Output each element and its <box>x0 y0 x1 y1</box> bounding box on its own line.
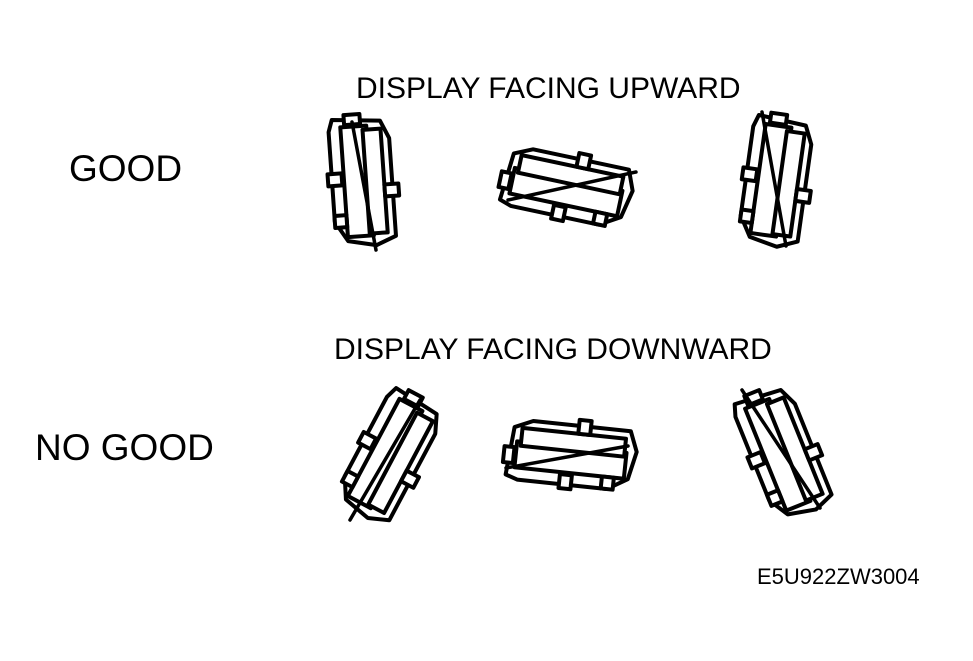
nogood-unit-left <box>329 381 453 530</box>
heading-display-facing-downward: DISPLAY FACING DOWNWARD <box>334 333 772 366</box>
good-unit-right <box>731 107 823 253</box>
good-unit-left <box>321 109 405 252</box>
figure-code: E5U922ZW3004 <box>757 564 920 589</box>
nogood-unit-right <box>723 375 843 528</box>
row-label-no-good: NO GOOD <box>35 427 214 468</box>
heading-display-facing-upward: DISPLAY FACING UPWARD <box>356 72 741 105</box>
good-unit-center <box>492 136 641 236</box>
row-label-good: GOOD <box>69 148 183 189</box>
nogood-unit-center <box>498 410 642 498</box>
